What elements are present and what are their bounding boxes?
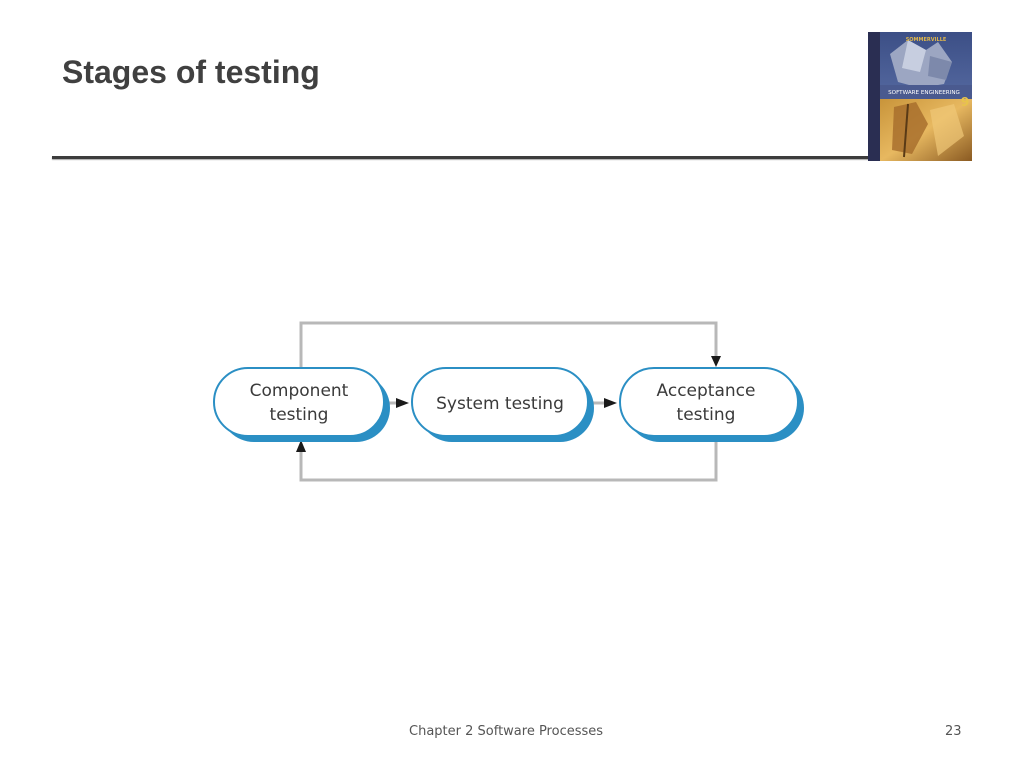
title-divider	[52, 156, 870, 159]
node-system-label: System testing	[436, 394, 564, 414]
footer-page-number: 23	[945, 724, 962, 739]
diagram-canvas: Component testing System testing Accepta…	[213, 321, 804, 482]
cover-edition: 9	[961, 95, 969, 109]
cover-building-highlight	[902, 40, 926, 72]
cover-building-shade	[928, 56, 952, 80]
connector-component-to-acceptance	[299, 321, 718, 368]
testing-stages-diagram: Component testing System testing Accepta…	[200, 310, 820, 500]
arrowhead-into-system	[396, 398, 409, 408]
book-cover-image: SOMMERVILLE SOFTWARE ENGINEERING 9	[868, 32, 972, 161]
node-acceptance-box	[619, 367, 799, 437]
cover-spine	[868, 32, 880, 161]
node-component-testing: Component testing	[213, 367, 390, 442]
cover-lower-shape-1	[892, 102, 928, 154]
connector-acceptance-to-component	[299, 438, 718, 482]
node-acceptance-label-line2: testing	[677, 405, 736, 425]
arrowhead-into-component	[296, 440, 306, 452]
cover-title: SOFTWARE ENGINEERING	[888, 90, 960, 96]
arrowhead-into-acceptance-side	[604, 398, 617, 408]
book-cover-art: SOMMERVILLE SOFTWARE ENGINEERING 9	[868, 32, 972, 161]
node-component-box	[213, 367, 385, 437]
node-component-label-line2: testing	[270, 405, 329, 425]
node-system-testing: System testing	[411, 367, 594, 442]
node-acceptance-label-line1: Acceptance	[657, 381, 756, 401]
cover-title-band	[880, 85, 972, 99]
slide-title: Stages of testing	[62, 54, 320, 90]
node-system-box	[411, 367, 589, 437]
arrowhead-into-acceptance	[711, 356, 721, 367]
cover-lower-shape-2	[930, 104, 964, 156]
cover-lower-line	[903, 103, 909, 158]
node-component-label-line1: Component	[250, 381, 349, 401]
cover-author: SOMMERVILLE	[906, 37, 947, 43]
node-acceptance-testing: Acceptance testing	[619, 367, 804, 442]
footer-chapter: Chapter 2 Software Processes	[409, 724, 604, 739]
